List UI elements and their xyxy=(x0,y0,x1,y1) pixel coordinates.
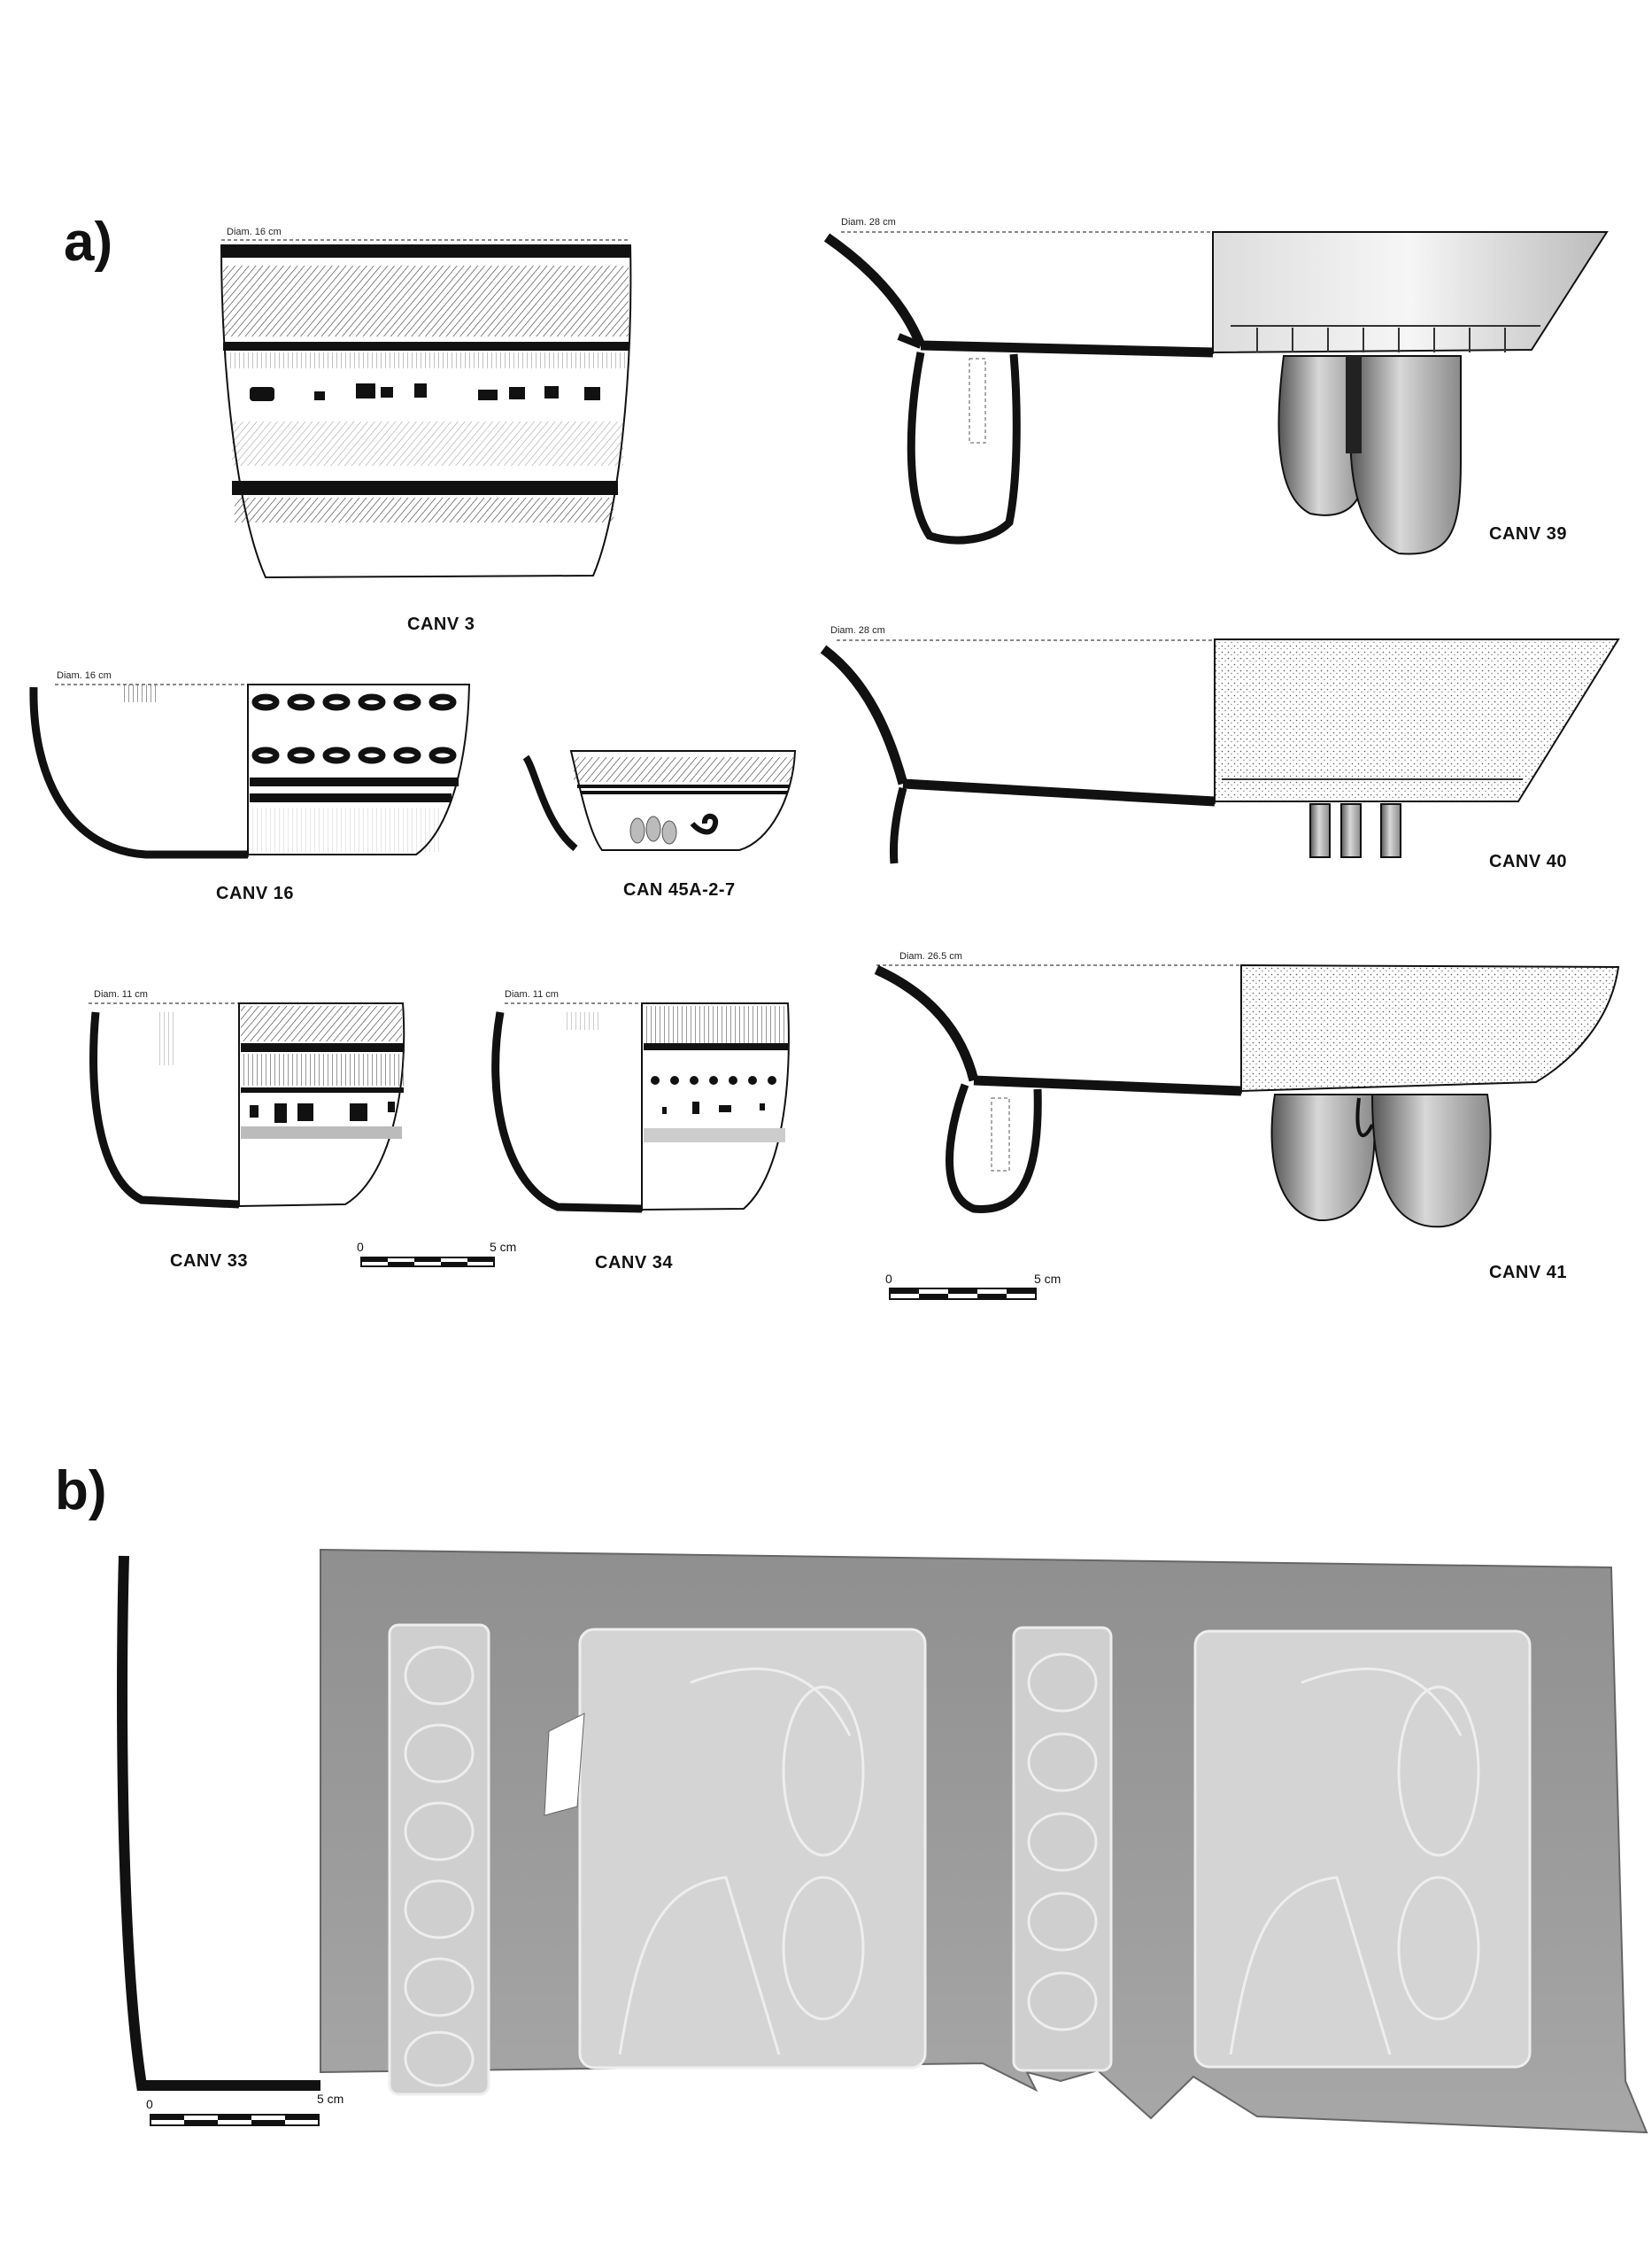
vessel-can45a xyxy=(522,750,797,852)
panel-label-a: a) xyxy=(64,212,113,273)
caption-canv16: CANV 16 xyxy=(216,884,294,903)
vessel-canv40 xyxy=(820,638,1620,864)
caption-canv40: CANV 40 xyxy=(1489,852,1567,871)
caption-canv3: CANV 3 xyxy=(407,615,475,634)
glyph-column-2 xyxy=(1012,1626,1113,2072)
caption-canv33: CANV 33 xyxy=(170,1251,248,1271)
caption-canv34: CANV 34 xyxy=(595,1253,673,1273)
panel-label-b: b) xyxy=(55,1460,107,1521)
glyph-panel-1 xyxy=(578,1628,927,2070)
scalebar-a-left-end: 5 cm xyxy=(490,1240,517,1254)
diam-canv41: Diam. 26.5 cm xyxy=(899,951,962,962)
scalebar-a-right-zero: 0 xyxy=(885,1272,892,1286)
scalebar-b-end: 5 cm xyxy=(317,2092,344,2106)
diam-canv40: Diam. 28 cm xyxy=(830,625,885,636)
caption-can45a: CAN 45A-2-7 xyxy=(623,880,736,900)
vessel-canv16 xyxy=(29,684,471,859)
breakage-1 xyxy=(544,1713,585,1816)
caption-canv41: CANV 41 xyxy=(1489,1263,1567,1282)
diam-canv33: Diam. 11 cm xyxy=(94,989,148,1000)
scalebar-a-left xyxy=(360,1257,495,1267)
vessel-canv34 xyxy=(491,1002,790,1213)
scalebar-b-zero: 0 xyxy=(146,2097,153,2111)
vessel-canv41 xyxy=(874,963,1620,1228)
glyph-panel-2 xyxy=(1193,1629,1532,2069)
vessel-canv3 xyxy=(220,239,632,579)
scalebar-a-right xyxy=(889,1288,1037,1300)
vessel-canv39 xyxy=(823,231,1609,555)
vessel-canv33 xyxy=(89,1002,405,1209)
scalebar-a-left-zero: 0 xyxy=(357,1240,364,1254)
scalebar-b xyxy=(150,2114,320,2126)
glyph-column-1 xyxy=(388,1623,490,2096)
diam-canv39: Diam. 28 cm xyxy=(841,217,896,228)
scalebar-a-right-end: 5 cm xyxy=(1034,1272,1061,1286)
carved-vessel-rollout xyxy=(117,1548,1648,2134)
caption-canv39: CANV 39 xyxy=(1489,524,1567,544)
diam-canv34: Diam. 11 cm xyxy=(505,989,559,1000)
diam-canv3: Diam. 16 cm xyxy=(227,227,282,237)
diam-canv16: Diam. 16 cm xyxy=(57,670,112,681)
